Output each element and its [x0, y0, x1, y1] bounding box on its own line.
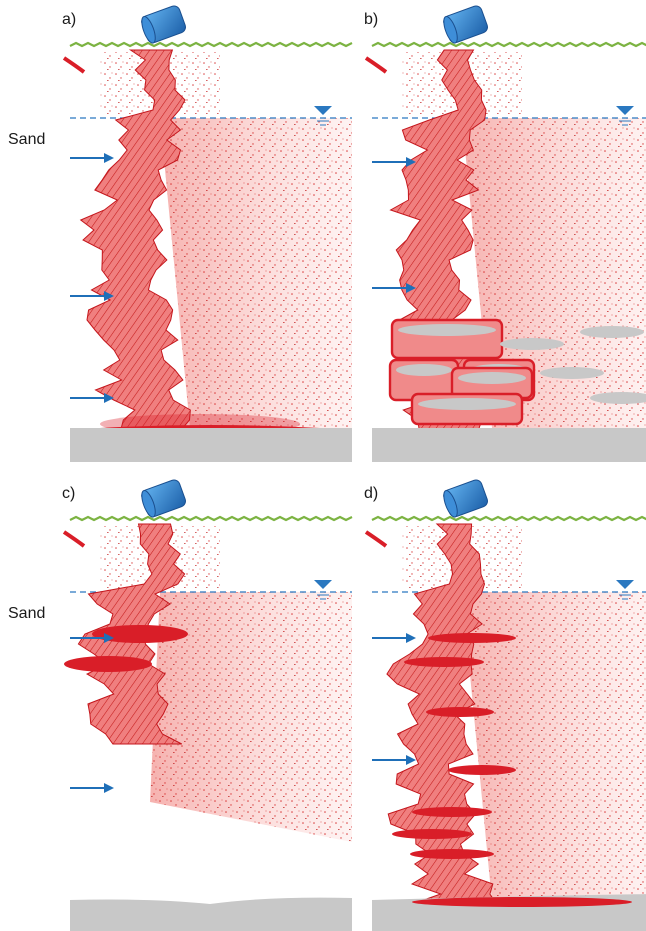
- dnapl-layer: [428, 633, 516, 643]
- water-table-symbol-icon: [314, 580, 332, 589]
- dnapl-layer: [412, 807, 492, 817]
- clay-lens: [500, 338, 564, 350]
- dnapl-layer: [392, 829, 472, 839]
- leaking-drum-icon: [443, 479, 488, 518]
- clay-layer: [70, 897, 352, 931]
- dnapl-lens: [64, 656, 152, 672]
- panel-label: a): [62, 11, 76, 28]
- clay-lens: [580, 326, 644, 338]
- panel-c: c) Sand: [8, 479, 353, 931]
- ground-surface-grass: [371, 515, 646, 522]
- clay-lens: [540, 367, 604, 379]
- dnapl-layer: [410, 849, 494, 859]
- sand-label: Sand: [8, 131, 45, 148]
- sand-label: Sand: [8, 605, 45, 622]
- water-table-symbol-icon: [314, 106, 332, 115]
- clay-layer: [372, 428, 646, 462]
- water-table-symbol-icon: [616, 106, 634, 115]
- clay-layer: [70, 428, 352, 462]
- panel-b: b): [364, 5, 646, 462]
- leaking-drum-icon: [141, 479, 186, 518]
- clay-lens: [590, 392, 646, 404]
- water-table-symbol-icon: [616, 580, 634, 589]
- panel-label: c): [62, 485, 75, 502]
- ground-surface-grass: [69, 41, 353, 48]
- ground-surface-grass: [69, 515, 353, 522]
- panel-label: b): [364, 11, 378, 28]
- dnapl-lens: [92, 625, 188, 643]
- dnapl-layer: [448, 765, 516, 775]
- dnapl-layer: [404, 657, 484, 667]
- dnapl-layer: [426, 707, 494, 717]
- dnapl-pool: [412, 897, 632, 907]
- panel-a: a) Sand: [8, 5, 353, 462]
- leaking-drum-icon: [443, 5, 488, 44]
- ground-surface-grass: [371, 41, 646, 48]
- panel-label: d): [364, 485, 378, 502]
- panel-d: d): [364, 479, 646, 931]
- leaking-drum-icon: [141, 5, 186, 44]
